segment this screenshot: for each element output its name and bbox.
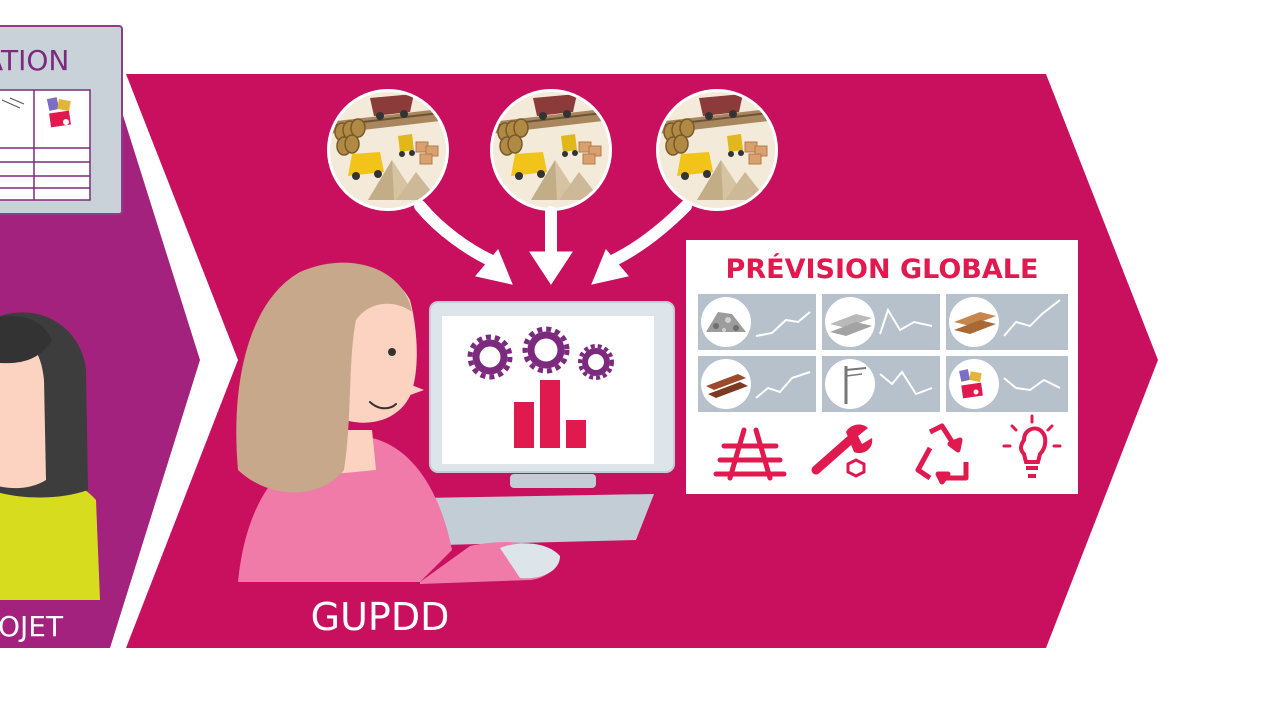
- catenary-pole-icon: [844, 366, 867, 404]
- left-caption: OJET: [0, 610, 64, 643]
- equipment-icon: [959, 369, 983, 399]
- forecast-board: PRÉVISION GLOBALE: [686, 240, 1078, 494]
- resource-circle-2: [490, 89, 612, 211]
- keyboard: [404, 494, 654, 546]
- gears-icon: [467, 326, 614, 380]
- forecast-tile-catenary: [822, 356, 940, 412]
- main-caption: GUPDD: [311, 595, 450, 639]
- resource-circle-3: [656, 89, 778, 211]
- arrow-right-icon: [604, 200, 692, 268]
- forecast-tile-wood: [946, 294, 1068, 350]
- equipment-icon: [46, 97, 71, 128]
- forecast-tiles: [698, 294, 1068, 412]
- forecast-tile-sleepers: [822, 294, 940, 350]
- wood-beams-icon: [954, 312, 996, 334]
- recycle-icon: [915, 423, 969, 485]
- gravel-icon: [706, 312, 746, 332]
- lightbulb-icon: [1002, 414, 1062, 478]
- analyst-figure: [236, 262, 560, 584]
- resource-circle-1: [327, 89, 449, 211]
- forecast-tile-gravel: [698, 294, 816, 350]
- forecast-tile-rails: [698, 356, 816, 412]
- concrete-sleepers-icon: [830, 314, 872, 336]
- computer-monitor: [429, 301, 675, 488]
- project-manager-figure: [0, 312, 100, 600]
- planning-document: ATION: [0, 25, 123, 215]
- forecast-title: PRÉVISION GLOBALE: [726, 253, 1039, 285]
- wrench-icon: [811, 424, 873, 478]
- document-title: ATION: [0, 44, 69, 77]
- bar-chart-icon: [514, 380, 586, 448]
- forecast-tile-equipment: [946, 356, 1068, 412]
- arrow-left-icon: [414, 200, 500, 268]
- steel-rails-icon: [706, 374, 748, 398]
- flow-arrows: [414, 200, 692, 285]
- railway-track-icon: [713, 427, 787, 481]
